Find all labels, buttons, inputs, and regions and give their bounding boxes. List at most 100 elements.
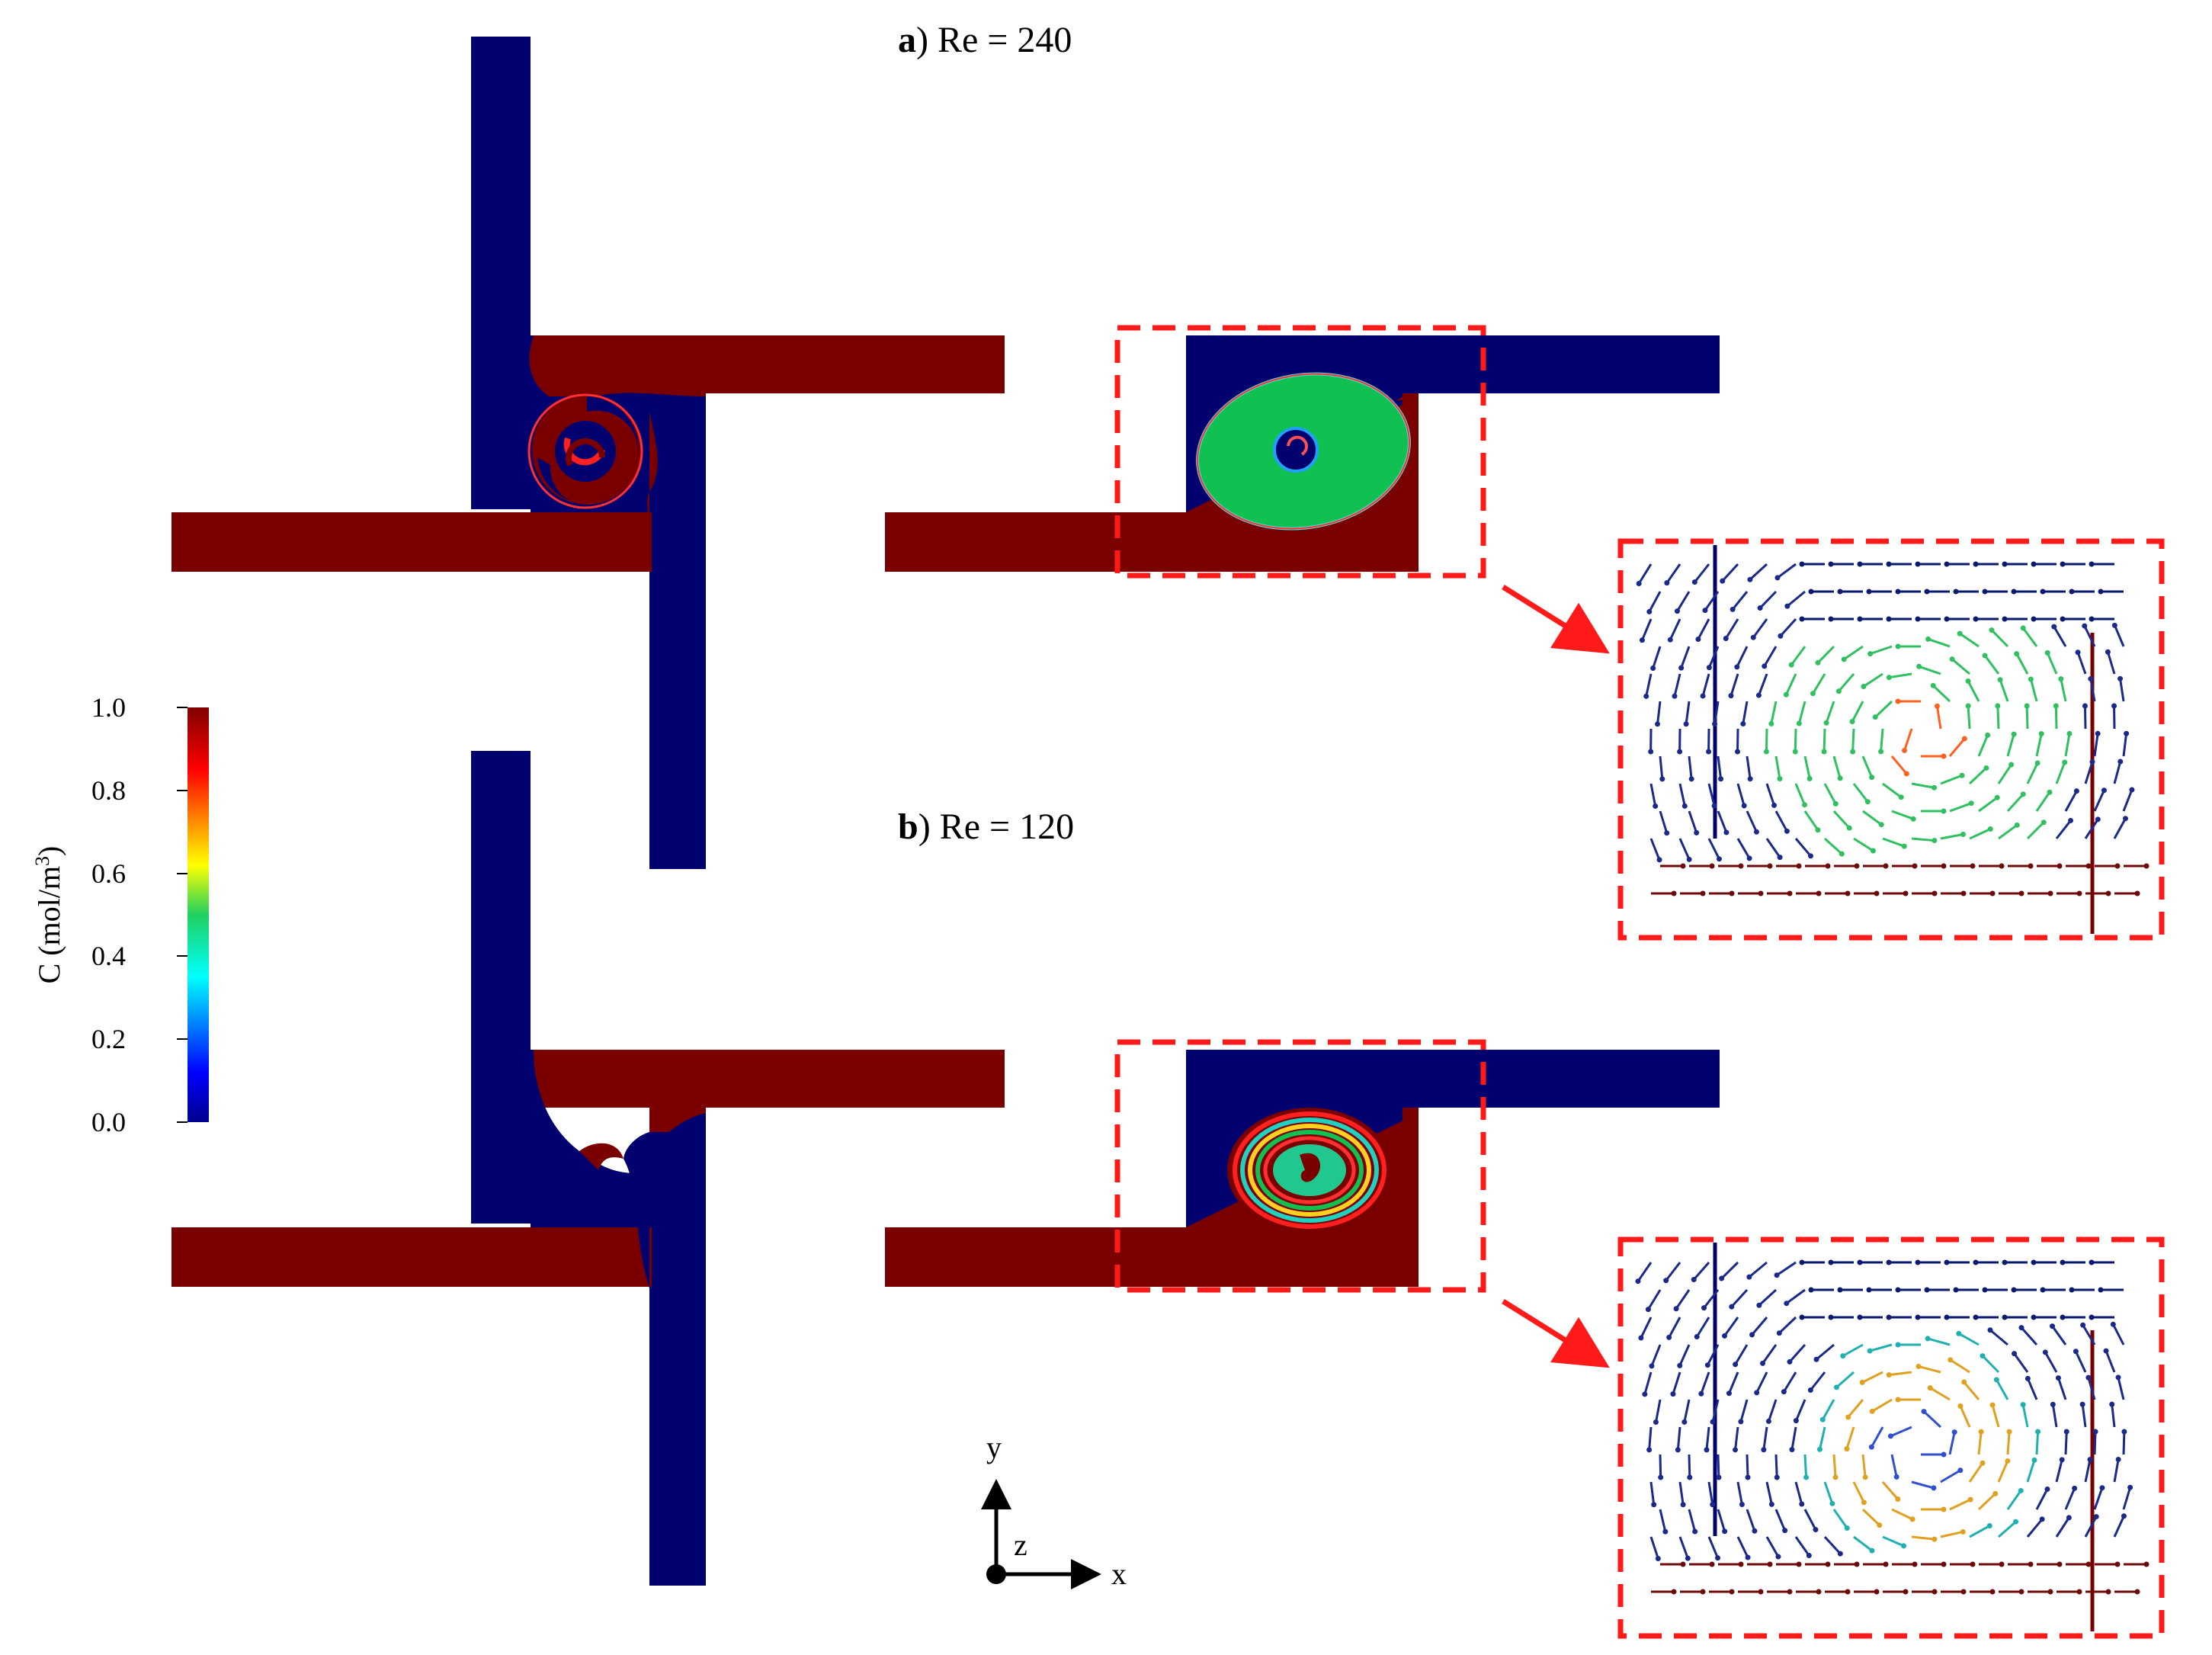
velocity-vector-head [1799,1314,1805,1320]
velocity-vector [1911,1480,1935,1490]
velocity-vector-head [1832,1474,1839,1480]
velocity-vector [1678,783,1686,807]
velocity-vector-head [2105,1589,2111,1595]
velocity-vector [2020,1326,2038,1346]
velocity-vector [1786,590,1806,608]
velocity-vector [2026,1378,2038,1400]
velocity-vector-head [1867,651,1874,657]
velocity-vector [2035,1431,2040,1455]
velocity-vector [1685,701,1691,724]
velocity-vector [1803,755,1811,779]
velocity-vector [1707,1344,1720,1366]
velocity-vector-head [1784,603,1790,609]
velocity-vector-head [1980,1353,1986,1359]
velocity-vector [1640,1317,1653,1339]
velocity-vector-head [1808,1287,1814,1293]
velocity-vector [1940,1530,1964,1538]
velocity-vector [1672,1371,1681,1395]
velocity-vector [1707,1536,1719,1559]
velocity-vector [1794,1481,1803,1505]
velocity-vector [1711,1399,1720,1422]
velocity-vector-head [1726,1390,1732,1397]
velocity-vector-head [1734,664,1740,670]
velocity-vector-head [1941,753,1947,759]
colorbar-tick-label: 0.2 [91,1024,126,1054]
velocity-vector [2026,821,2045,840]
velocity-vector [1751,1317,1768,1336]
velocity-vector-head [1796,720,1802,726]
velocity-vector-head [2098,589,2104,595]
velocity-vector-head [2099,1485,2105,1491]
velocity-vector [1977,1493,1996,1511]
velocity-vector-head [1839,851,1845,857]
velocity-vector [1703,1289,1720,1309]
velocity-vector-head [1835,688,1842,694]
velocity-vector-head [1711,803,1717,809]
velocity-vector-head [1930,682,1936,688]
velocity-vector-head [1685,1555,1691,1561]
velocity-vector [1739,1399,1749,1422]
velocity-vector-head [1649,1363,1655,1369]
velocity-vector-head [1957,1467,1964,1474]
velocity-vector-head [1774,1272,1780,1278]
velocity-vector [1903,728,1913,751]
velocity-vector [1724,618,1739,640]
velocity-vector [1810,1371,1826,1391]
velocity-vector-head [1646,608,1653,614]
velocity-vector [1695,1317,1710,1338]
velocity-vector-head [1702,608,1708,614]
velocity-vector [1940,833,1964,840]
panel-b-title: b) Re = 120 [898,807,1074,847]
velocity-vector [2035,791,2051,812]
colorbar-tick-label: 0.4 [91,941,126,971]
velocity-vector [1949,1358,1970,1374]
velocity-vector-head [1816,1446,1822,1452]
velocity-vector-head [1832,800,1839,807]
velocity-vector-head [1799,561,1805,567]
velocity-vector-head [2058,676,2064,682]
velocity-vector [1978,797,1999,813]
velocity-vector [1948,738,1966,757]
velocity-vector-head [1878,822,1884,828]
velocity-vector-head [1857,1314,1863,1320]
velocity-vector [2111,1404,2116,1428]
velocity-vector-head [1806,775,1813,781]
velocity-vector-head [2024,1375,2031,1381]
velocity-vector-head [1864,799,1871,805]
velocity-vector-head [1723,829,1730,836]
velocity-vector-head [2069,1287,2075,1293]
velocity-vector [1803,1454,1808,1478]
velocity-vector [1852,783,1869,803]
velocity-vector [1823,837,1843,855]
velocity-vector-head [2073,788,2079,794]
mixer-b-right [885,1050,1720,1287]
velocity-vector [1637,1262,1653,1282]
velocity-vector [1983,655,2000,675]
velocity-vector-head [1787,1589,1793,1595]
velocity-vector [1832,1454,1837,1478]
velocity-vector [1675,1289,1691,1310]
velocity-vector [1871,1426,1884,1448]
velocity-vector-head [1691,579,1697,585]
velocity-vector-head [1874,1589,1880,1595]
velocity-vector-head [2117,675,2124,682]
velocity-vector [1968,767,1987,785]
velocity-vector [1678,1481,1685,1505]
velocity-vector-head [1823,720,1829,726]
velocity-vector-head [1877,1522,1883,1528]
velocity-vector-head [1815,659,1821,666]
velocity-vector [1765,783,1775,806]
zoom-arrow-a [1502,585,1610,654]
velocity-vector [2064,1487,2076,1510]
velocity-vector-head [1813,1527,1819,1533]
velocity-vector-head [1957,630,1963,637]
velocity-vector-head [1680,1502,1686,1508]
velocity-vector-head [1681,803,1688,809]
velocity-vector-head [2031,616,2037,622]
velocity-vector-head [2055,1375,2061,1381]
velocity-vector [1673,673,1681,697]
velocity-vector-head [1866,589,1872,595]
velocity-vector [1949,1498,1971,1511]
velocity-vector-head [1909,1516,1915,1522]
velocity-vector-head [1887,1433,1893,1439]
